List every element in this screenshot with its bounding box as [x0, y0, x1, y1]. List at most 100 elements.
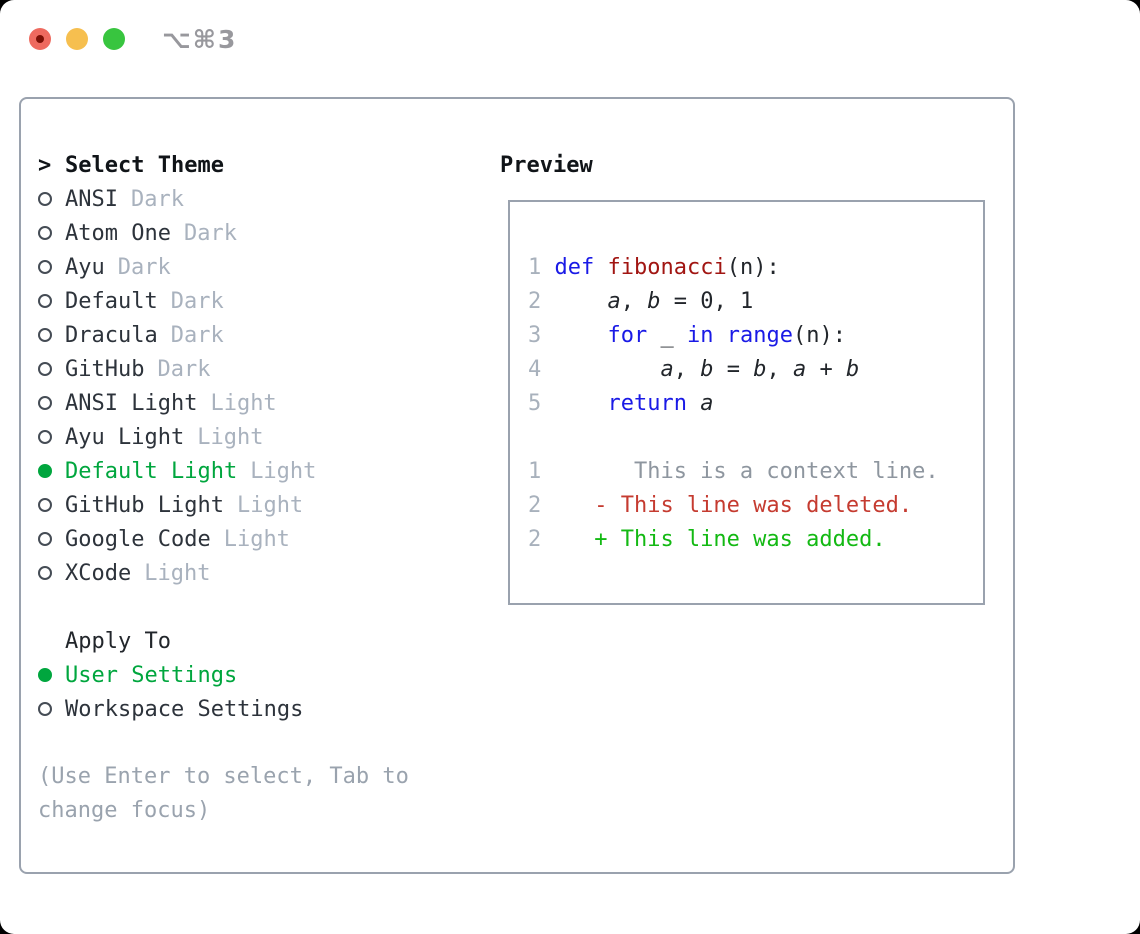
theme-name: XCode [65, 560, 132, 586]
code-segment: = [713, 356, 754, 382]
minimize-button[interactable] [66, 28, 88, 50]
apply-option-selected[interactable]: User Settings [38, 658, 303, 692]
theme-name: Ayu Light [65, 424, 185, 450]
theme-item[interactable]: Ayu Dark [38, 250, 316, 284]
theme-name: Atom One [65, 220, 171, 246]
zoom-button[interactable] [103, 28, 125, 50]
code-segment: b [845, 356, 860, 382]
theme-variant: Light [197, 424, 264, 450]
theme-item[interactable]: Google Code Light [38, 522, 316, 556]
window-title: ⌥⌘3 [162, 24, 238, 54]
theme-item[interactable]: Default Dark [38, 284, 316, 318]
code-segment: = 0, 1 [660, 288, 754, 314]
theme-item[interactable]: Dracula Dark [38, 318, 316, 352]
theme-list: > Select Theme ANSI Dark Atom One Dark A… [38, 148, 316, 590]
radio-icon [38, 566, 52, 580]
theme-name: Default [65, 288, 158, 314]
code-segment: for [607, 322, 648, 348]
theme-variant: Light [223, 526, 290, 552]
code-content: a, b = 0, 1 [554, 289, 753, 314]
titlebar: ⌥⌘3 [29, 24, 238, 54]
theme-name: Ayu [65, 254, 105, 280]
code-segment [554, 357, 660, 382]
code-content: + This line was added. [554, 527, 885, 552]
radio-icon [38, 396, 52, 410]
diff-added-line: 2 + This line was added. [528, 522, 983, 556]
line-number: 4 [528, 356, 542, 382]
code-segment [554, 391, 607, 416]
theme-item[interactable]: Atom One Dark [38, 216, 316, 250]
theme-variant: Dark [183, 220, 237, 246]
radio-icon [38, 328, 52, 342]
code-segment: _ [647, 322, 687, 348]
code-segment [554, 323, 607, 348]
code-segment: b [647, 288, 661, 314]
line-number: 1 [528, 254, 542, 280]
apply-option-label: Workspace Settings [65, 696, 304, 722]
code-segment: a [700, 390, 714, 416]
radio-icon [38, 260, 52, 274]
code-segment: a [660, 356, 674, 382]
radio-icon [38, 192, 52, 206]
radio-icon [38, 294, 52, 308]
code-content: return a [554, 391, 713, 416]
radio-icon [38, 226, 52, 240]
theme-list-title: Select Theme [65, 152, 224, 178]
theme-item[interactable]: GitHub Dark [38, 352, 316, 386]
code-segment [554, 289, 607, 314]
apply-option[interactable]: Workspace Settings [38, 692, 303, 726]
theme-item[interactable]: Ayu Light Light [38, 420, 316, 454]
code-segment: (n): [726, 254, 780, 280]
diff-deleted-line: 2 - This line was deleted. [528, 488, 983, 522]
theme-item[interactable]: ANSI Light Light [38, 386, 316, 420]
code-line: 4 a, b = b, a + b [528, 352, 983, 386]
code-segment: - This line was deleted. [554, 492, 913, 518]
preview-title: Preview [500, 152, 593, 178]
radio-selected-icon [38, 464, 52, 478]
theme-list-heading: > Select Theme [38, 148, 316, 182]
line-number: 3 [528, 322, 542, 348]
code-line: 5 return a [528, 386, 983, 420]
code-segment: range [726, 322, 793, 348]
radio-icon [38, 702, 52, 716]
code-segment: in [686, 322, 714, 348]
radio-icon [38, 498, 52, 512]
code-segment: + This line was added. [554, 526, 886, 552]
apply-to-section: Apply To User Settings Workspace Setting… [38, 624, 303, 726]
settings-panel: > Select Theme ANSI Dark Atom One Dark A… [19, 97, 1015, 874]
theme-variant: Dark [157, 356, 211, 382]
theme-name: ANSI Light [65, 390, 198, 416]
line-number: 2 [528, 526, 542, 552]
apply-option-label: User Settings [65, 662, 238, 688]
code-segment: b [700, 356, 714, 382]
theme-name: Google Code [65, 526, 211, 552]
code-line-blank [528, 420, 983, 454]
theme-name: ANSI [65, 186, 118, 212]
theme-item[interactable]: ANSI Dark [38, 182, 316, 216]
code-line: 2 a, b = 0, 1 [528, 284, 983, 318]
code-content: for _ in range(n): [554, 323, 845, 348]
theme-item[interactable]: XCode Light [38, 556, 316, 590]
code-content: This is a context line. [554, 459, 939, 484]
close-button[interactable] [29, 28, 51, 50]
theme-variant: Dark [170, 322, 224, 348]
theme-item-selected[interactable]: Default Light Light [38, 454, 316, 488]
line-number: 2 [528, 288, 542, 314]
code-segment: a [607, 288, 621, 314]
code-segment: b [753, 356, 767, 382]
theme-variant: Light [144, 560, 211, 586]
focus-caret-icon: > [38, 152, 52, 178]
code-content: a, b = b, a + b [554, 357, 859, 382]
code-segment: a [792, 356, 807, 382]
code-segment: + [806, 356, 846, 382]
radio-icon [38, 362, 52, 376]
radio-icon [38, 430, 52, 444]
code-content: - This line was deleted. [554, 493, 912, 518]
theme-item[interactable]: GitHub Light Light [38, 488, 316, 522]
theme-name: GitHub [65, 356, 145, 382]
apply-to-title: Apply To [65, 628, 171, 654]
code-segment: return [607, 390, 687, 416]
